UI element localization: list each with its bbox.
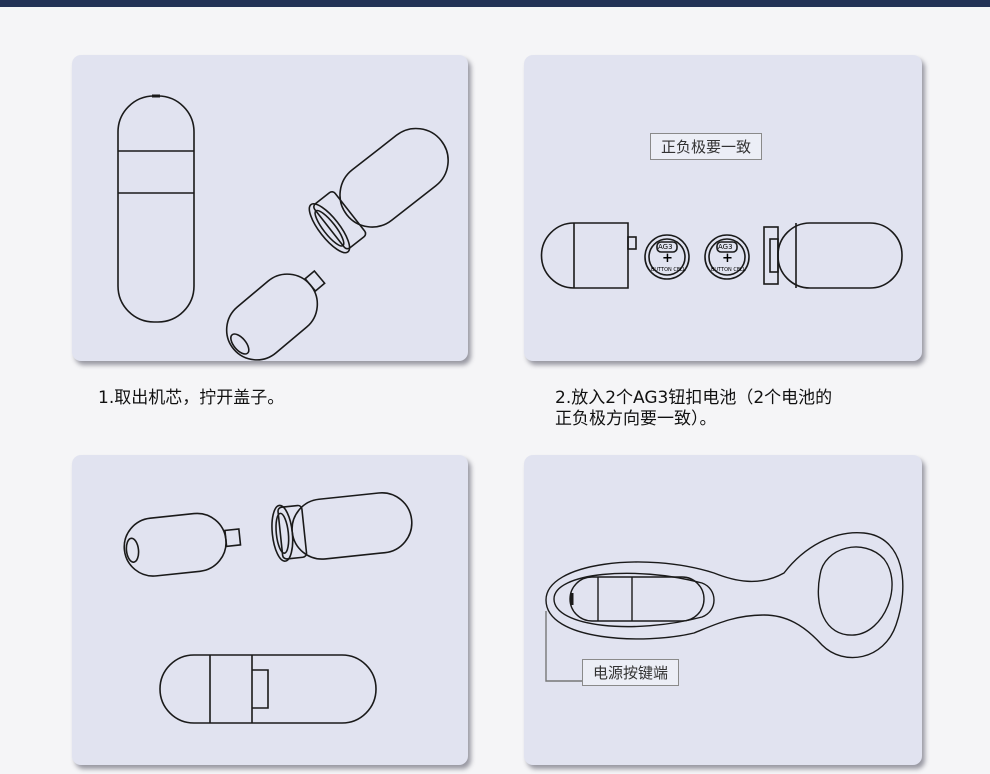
battery-2-label: AG3 [718,243,733,251]
step2-illustration [540,222,903,289]
capsule-upright [117,95,195,323]
power-button-note: 电源按键端 [582,659,680,686]
ring-hole [817,546,893,636]
pointer-line [545,611,582,682]
capsule-core-part [540,222,629,289]
capsule-assembled [159,654,377,724]
step3-illustration-panel [72,455,468,765]
capsule-cap-part [308,127,449,254]
capsule-inside [569,576,705,622]
battery-2 [704,234,750,280]
step3-illustration [123,492,413,724]
step4-illustration [545,531,904,682]
step1-illustration-panel [72,55,468,361]
step2-illustration-panel: 正负极要一致 AG3 + BUTTON CELL AG3 + BUTTON CE… [524,55,922,361]
step4-illustration-panel: 电源按键端 [524,455,922,765]
capsule-core-part [123,512,242,577]
step1-caption: 1.取出机芯，拧开盖子。 [98,388,285,408]
step2-caption-line2: 正负极方向要一致）。 [555,409,717,429]
battery-1 [644,234,690,280]
battery-1-arc-text: BUTTON CELL [651,267,686,273]
battery-2-plus: + [722,251,733,266]
header-bar [0,0,990,7]
step2-caption-line1: 2.放入2个AG3钮扣电池（2个电池的 [555,388,833,408]
capsule-cap-part [271,492,413,562]
battery-2-arc-text: BUTTON CELL [711,267,746,273]
battery-1-plus: + [662,251,673,266]
polarity-note: 正负极要一致 [650,133,763,160]
capsule-core-part [225,269,326,361]
device-body-outline [545,531,904,659]
battery-1-label: AG3 [658,243,673,251]
step1-illustration [117,94,449,361]
